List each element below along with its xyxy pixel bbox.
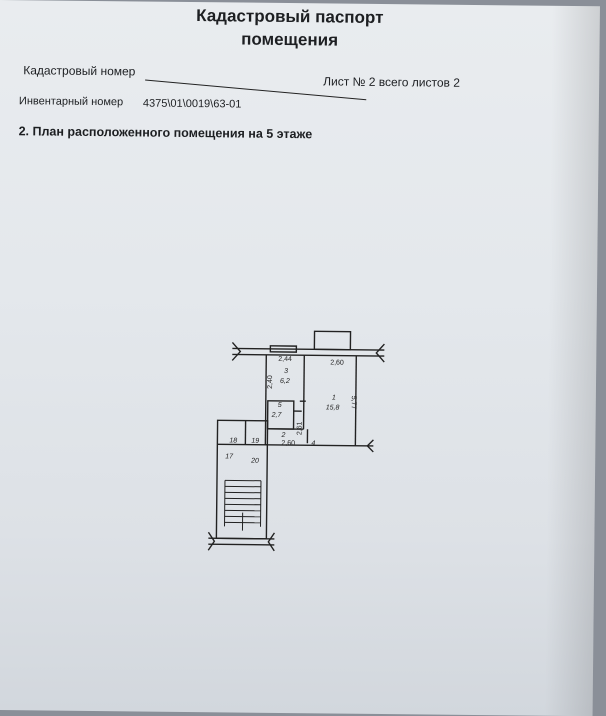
room-1-number: 1 [332, 394, 336, 401]
stair-label-20: 20 [250, 458, 259, 465]
room-1-area: 15,8 [326, 404, 340, 411]
room-5-number: 5 [278, 402, 282, 409]
dim-top-left: 2,44 [278, 356, 292, 363]
dim-left-vertical: 2,40 [267, 375, 274, 389]
dim-top-right: 2,60 [330, 359, 344, 366]
room-3-number: 3 [284, 368, 288, 375]
dim-right-vertical: 5,77 [350, 396, 357, 410]
dim-bottom: 2,60 [281, 440, 295, 447]
stair-label-18: 18 [229, 437, 237, 444]
plan-wall-top [232, 348, 384, 350]
stair-label-19: 19 [251, 438, 259, 445]
stair-label-17: 17 [225, 453, 234, 460]
room-5-area: 2,7 [271, 412, 283, 419]
room-3-area: 6,2 [280, 378, 290, 385]
room-2-area: 4 [311, 440, 315, 447]
room-2-number: 2 [280, 432, 285, 439]
dim-mid-vertical: 2,61 [296, 421, 303, 435]
